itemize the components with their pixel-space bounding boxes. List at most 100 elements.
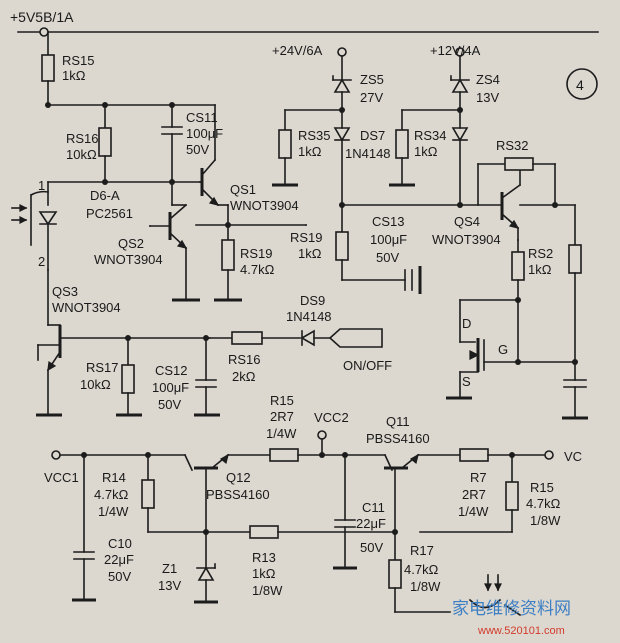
optocoupler-d6a <box>11 181 58 271</box>
rs2-ref: RS2 <box>528 246 553 261</box>
label-vcc2: VCC2 <box>314 410 349 425</box>
cs11-volt: 50V <box>186 142 209 157</box>
c11-val: 22μF <box>356 516 386 531</box>
ds9-ref: DS9 <box>300 293 325 308</box>
qs2-part: WNOT3904 <box>94 252 163 267</box>
resistor-rs15 <box>41 31 55 106</box>
zs5-ref: ZS5 <box>360 72 384 87</box>
resistor-rs35 <box>278 109 292 186</box>
q11-ref: Q11 <box>386 414 410 429</box>
cs12-volt: 50V <box>158 397 181 412</box>
optocoupler-fragment <box>468 574 522 617</box>
d6a-ref: D6-A <box>90 188 120 203</box>
transistor-qs1 <box>199 104 229 207</box>
c11-volt: 50V <box>360 540 383 555</box>
r14-watt: 1/4W <box>98 504 129 519</box>
r17-watt: 1/8W <box>410 579 441 594</box>
label-vc: VC <box>564 449 582 464</box>
resistor-r14 <box>141 454 251 535</box>
qs4-ref: QS4 <box>454 214 480 229</box>
resistor-rs32 <box>477 157 576 208</box>
cs11-ref: CS11 <box>186 110 218 125</box>
resistor-r17 <box>388 531 451 613</box>
d6a-pin2: 2 <box>38 254 45 269</box>
ds7-ref: DS7 <box>360 128 385 143</box>
rail-vcc1 <box>51 450 186 460</box>
capacitor-c11 <box>334 454 356 569</box>
transistor-q11 <box>383 453 461 535</box>
cs13-ref: CS13 <box>372 214 405 229</box>
qs1-ref: QS1 <box>230 182 256 197</box>
r15a-watt: 1/4W <box>266 426 297 441</box>
c10-volt: 50V <box>108 569 131 584</box>
rs19a-ref: RS19 <box>240 246 273 261</box>
mos-s: S <box>462 374 471 389</box>
q12-ref: Q12 <box>226 470 251 485</box>
rs2-val: 1kΩ <box>528 262 552 277</box>
qs2-ref: QS2 <box>118 236 144 251</box>
q11-part: PBSS4160 <box>366 431 430 446</box>
r7-watt: 1/4W <box>458 504 489 519</box>
transistor-q12 <box>183 453 271 533</box>
transistor-qs3 <box>37 269 211 416</box>
rail-5v5b <box>17 27 599 37</box>
resistor-rs17 <box>121 335 135 416</box>
rs32-ref: RS32 <box>496 138 529 153</box>
c10-ref: C10 <box>108 536 132 551</box>
zs4-val: 13V <box>476 90 499 105</box>
zs5-val: 27V <box>360 90 383 105</box>
resistor-rs19a <box>195 204 235 301</box>
r15a-ref: R15 <box>270 393 294 408</box>
transistor-qs4 <box>500 169 522 241</box>
rs16b-val: 2kΩ <box>232 369 256 384</box>
cs11-val: 100μF <box>186 126 223 141</box>
cs13-val: 100μF <box>370 232 407 247</box>
qs1-part: WNOT3904 <box>230 198 299 213</box>
diode-ds9 <box>300 329 331 347</box>
ds9-part: 1N4148 <box>286 309 332 324</box>
resistor-rs16b <box>205 331 301 345</box>
resistor-rs16 <box>98 104 112 183</box>
resistor-rs2 <box>511 204 582 381</box>
resistor-r13 <box>249 525 396 539</box>
supply-24v <box>284 47 352 206</box>
d6a-pin1: 1 <box>38 178 45 193</box>
capacitor-right <box>563 379 587 419</box>
rs16-val: 10kΩ <box>66 147 97 162</box>
supply-12v <box>401 47 470 206</box>
rs16b-ref: RS16 <box>228 352 261 367</box>
rs35-val: 1kΩ <box>298 144 322 159</box>
zener-z1 <box>196 531 216 603</box>
qs3-ref: QS3 <box>52 284 78 299</box>
transistor-qs2 <box>149 181 188 301</box>
mosfet <box>459 297 578 399</box>
r13-ref: R13 <box>252 550 276 565</box>
mos-g: G <box>498 342 508 357</box>
label-12v: +12V/4A <box>430 43 481 58</box>
badge-number: 4 <box>576 77 584 93</box>
rs17-ref: RS17 <box>86 360 119 375</box>
r15b-ref: R15 <box>530 480 554 495</box>
node-upper <box>45 102 216 108</box>
rs19b-ref: RS19 <box>290 230 323 245</box>
r7-val: 2R7 <box>462 487 486 502</box>
qs3-part: WNOT3904 <box>52 300 121 315</box>
label-5v5b: +5V5B/1A <box>10 9 74 25</box>
mos-d: D <box>462 316 471 331</box>
connector-onoff <box>328 328 383 348</box>
r17-ref: R17 <box>410 543 434 558</box>
rs15-val: 1kΩ <box>62 68 86 83</box>
c10-val: 22μF <box>104 552 134 567</box>
z1-ref: Z1 <box>162 561 177 576</box>
rs34-ref: RS34 <box>414 128 447 143</box>
resistor-r15b <box>419 454 519 533</box>
r14-ref: R14 <box>102 470 126 485</box>
d6a-part: PC2561 <box>86 206 133 221</box>
zs4-ref: ZS4 <box>476 72 500 87</box>
capacitor-cs13 <box>341 266 422 294</box>
cs13-volt: 50V <box>376 250 399 265</box>
rs16-ref: RS16 <box>66 131 99 146</box>
rs17-val: 10kΩ <box>80 377 111 392</box>
rs19a-val: 4.7kΩ <box>240 262 275 277</box>
